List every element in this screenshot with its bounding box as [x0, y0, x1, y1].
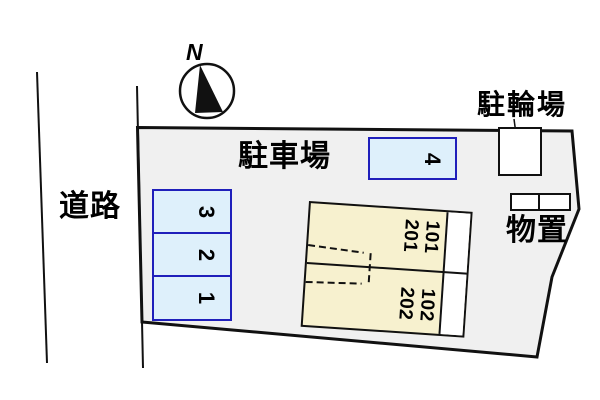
- storage-box: [510, 193, 571, 211]
- road-line-outer: [36, 71, 48, 364]
- stall-number: 1: [194, 291, 219, 305]
- stall-number: 3: [194, 205, 219, 218]
- north-label: N: [186, 39, 203, 65]
- road-line-inner: [136, 85, 144, 369]
- north-arrow-needle: [195, 65, 223, 113]
- parking-stall-4: 4: [368, 137, 457, 180]
- bicycle-parking-box: [498, 127, 542, 176]
- unit-label-201-101: 101 201: [397, 211, 444, 262]
- unit-second-floor: 202: [394, 286, 418, 321]
- unit-label-202-102: 102 202: [393, 279, 440, 330]
- unit-second-floor: 201: [398, 218, 422, 254]
- unit-first-floor: 102: [415, 287, 439, 323]
- road-label: 道路: [59, 190, 121, 223]
- apartment-building: 101 201 102 202: [300, 201, 473, 338]
- compass: [178, 62, 236, 120]
- entrance-dashed-path: [305, 244, 372, 286]
- stall-number: 2: [194, 248, 219, 261]
- parking-lot-label: 駐車場: [238, 140, 331, 173]
- unit-first-floor: 101: [419, 219, 443, 255]
- storage-box-divider: [538, 195, 540, 209]
- parking-stall-3: 3: [152, 189, 232, 234]
- parking-stall-1: 1: [152, 275, 232, 321]
- stall-number: 4: [420, 152, 446, 165]
- bicycle-parking-label: 駐輪場: [477, 89, 568, 120]
- parking-stall-2: 2: [152, 232, 232, 277]
- storage-label: 物置: [506, 214, 568, 247]
